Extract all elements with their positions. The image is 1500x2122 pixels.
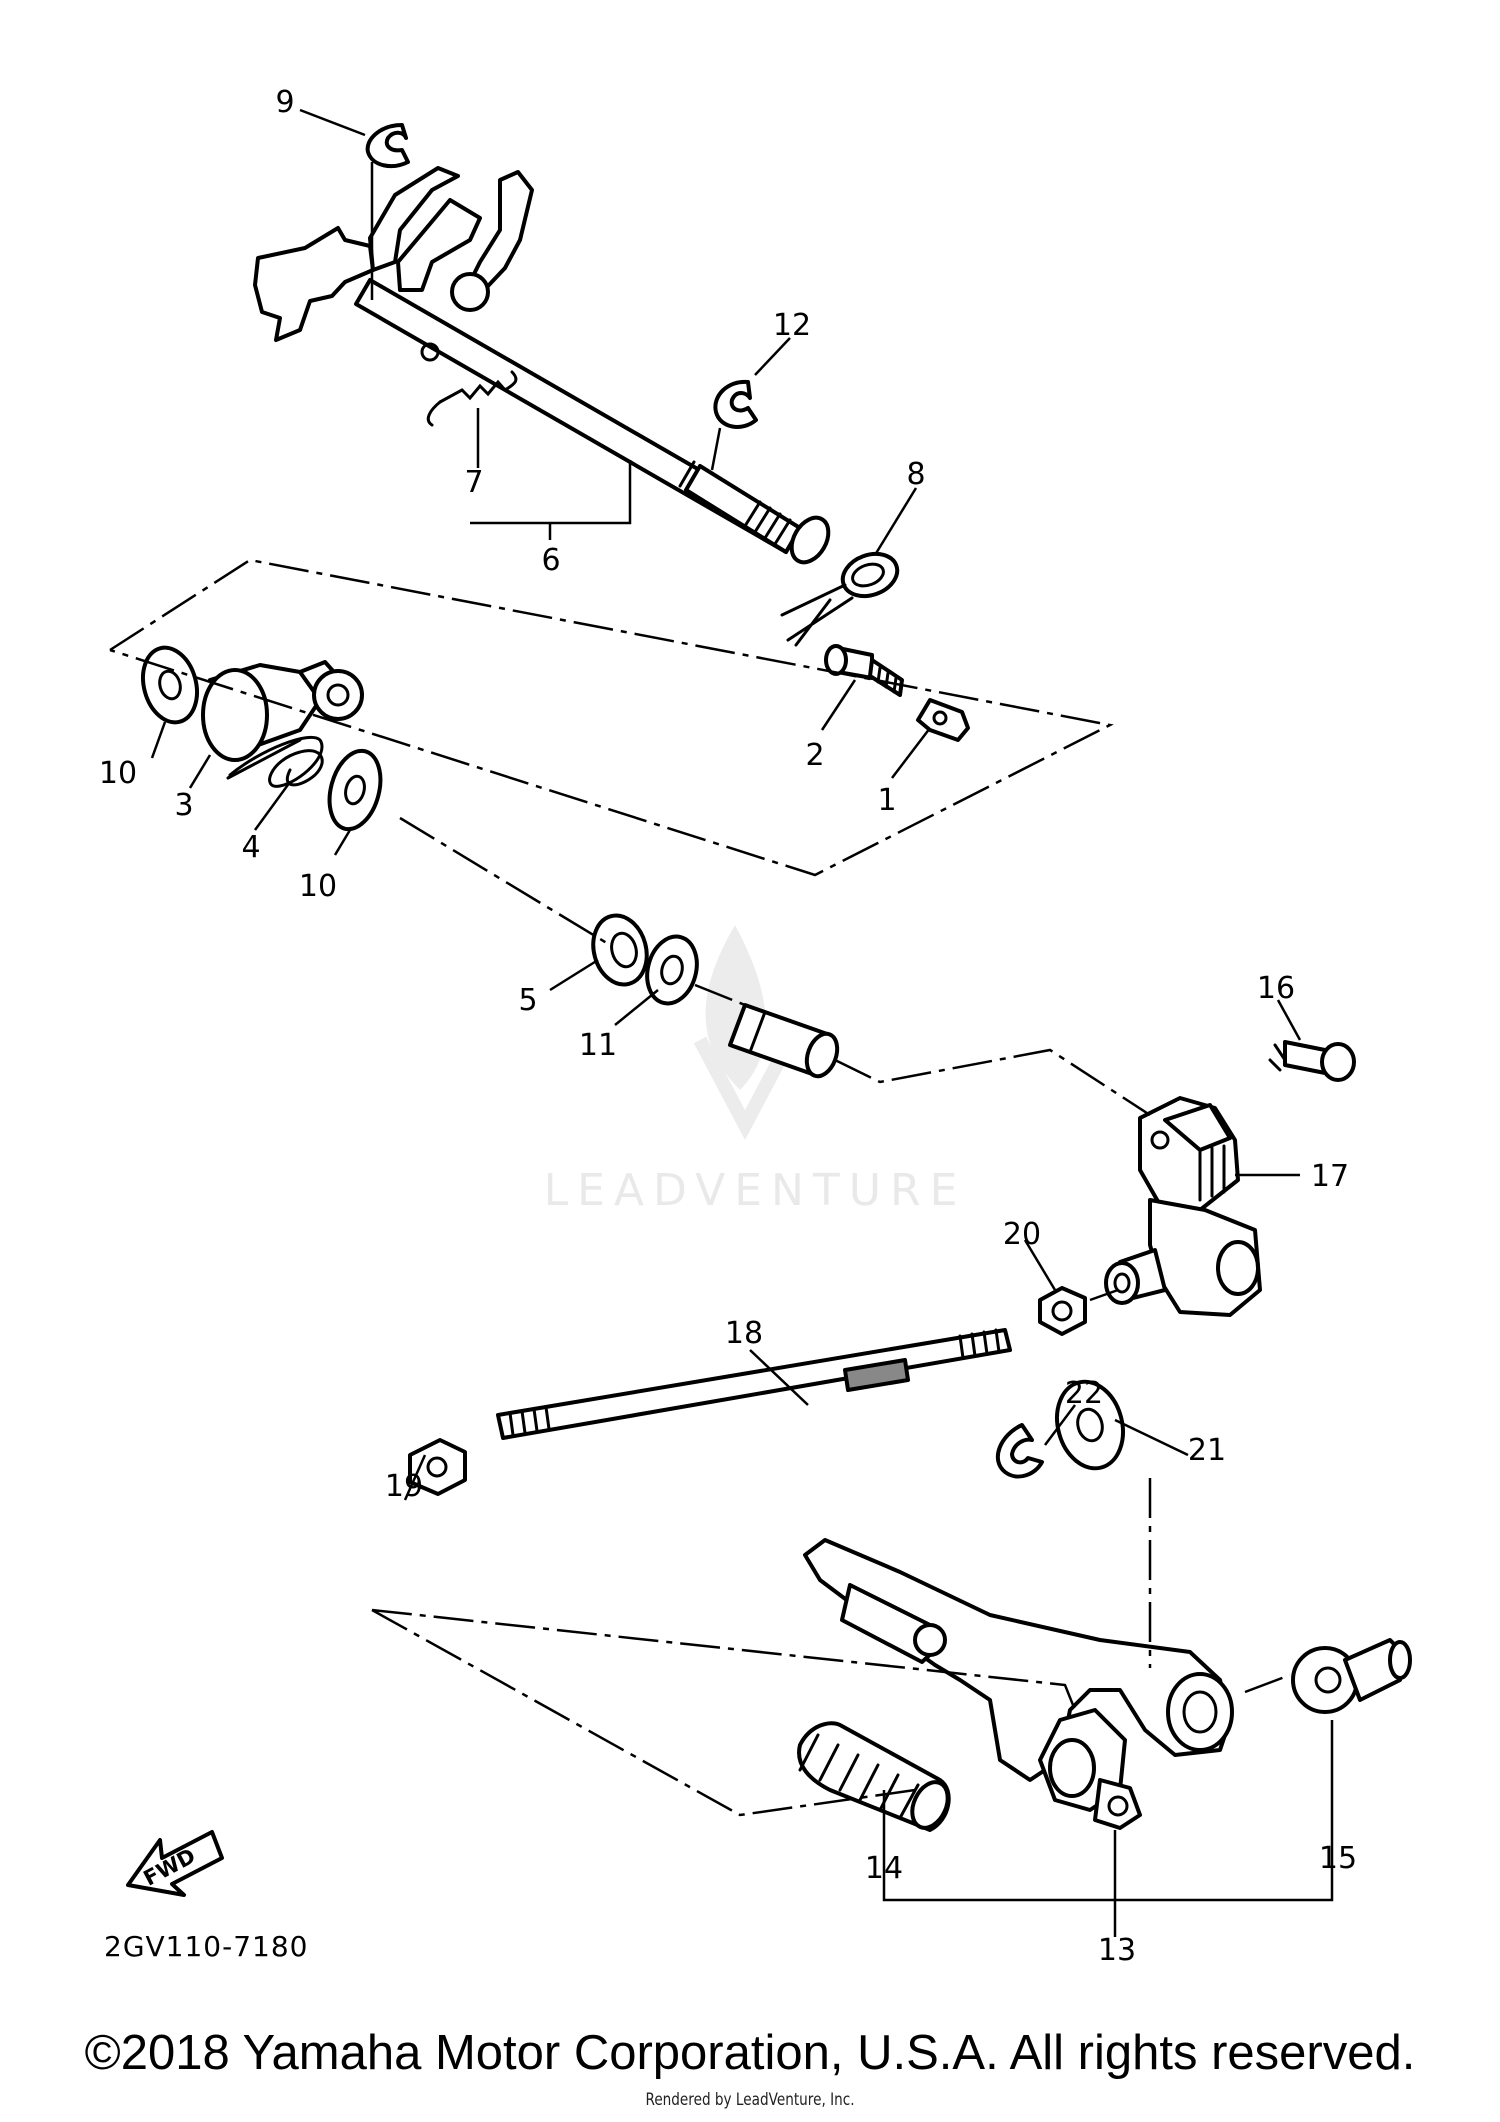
spring-7 [420, 342, 518, 427]
watermark-text: LEADVENTURE [544, 1165, 967, 1216]
callout-6: 6 [541, 543, 560, 578]
rod-end-15 [1291, 1638, 1412, 1714]
callout-20: 20 [1003, 1217, 1041, 1252]
callout-numbers: 9 12 8 7 6 2 1 10 3 4 10 5 11 16 17 20 1… [99, 85, 1357, 1968]
nut-20 [1038, 1286, 1087, 1336]
leader-lines [150, 108, 1334, 1937]
oil-seal-5 [591, 913, 649, 987]
leadventure-watermark: LEADVENTURE [544, 925, 967, 1216]
washer-10-upper [141, 645, 199, 725]
washer-21 [1055, 1379, 1125, 1471]
callout-10-lower: 10 [299, 869, 337, 904]
callout-17: 17 [1311, 1159, 1349, 1194]
washer-10-lower [327, 748, 383, 832]
torsion-spring-8 [780, 551, 900, 647]
fwd-arrow-icon: FWD [126, 1830, 224, 1897]
spring-4 [226, 735, 324, 788]
callout-4: 4 [241, 830, 260, 865]
callout-5: 5 [518, 983, 537, 1018]
diagram-reference-code: 2GV110-7180 [104, 1930, 309, 1963]
shift-rod-18 [496, 1328, 1012, 1440]
washer-11 [645, 934, 699, 1006]
callout-18: 18 [725, 1316, 763, 1351]
callout-3: 3 [174, 788, 193, 823]
callout-22: 22 [1065, 1376, 1103, 1411]
callout-1: 1 [877, 783, 896, 818]
nut-19 [408, 1438, 467, 1496]
stopper-lever-1 [916, 698, 970, 742]
shift-shaft-6 [354, 278, 831, 565]
shift-arm-17 [1104, 1096, 1262, 1317]
callout-8: 8 [906, 457, 925, 492]
callout-9: 9 [275, 85, 294, 120]
bolt-16 [1268, 1040, 1356, 1082]
callout-10-upper: 10 [99, 756, 137, 791]
callout-15: 15 [1319, 1841, 1357, 1876]
callout-11: 11 [579, 1028, 617, 1063]
callout-7: 7 [464, 465, 483, 500]
footpeg-rubber-14 [797, 1721, 951, 1832]
callout-14: 14 [865, 1851, 903, 1886]
circlip-9 [365, 123, 410, 169]
circlip-12 [713, 379, 758, 429]
bolt-2 [824, 644, 904, 697]
circlip-22 [995, 1423, 1044, 1479]
collar-lever-3 [201, 660, 364, 762]
callout-19: 19 [385, 1469, 423, 1504]
rendered-by-credit: Rendered by LeadVenture, Inc. [645, 2090, 855, 2110]
shift-fork-6 [253, 166, 534, 342]
callout-12: 12 [773, 308, 811, 343]
shift-pedal-13 [803, 1538, 1234, 1830]
shaft-pin [728, 1003, 840, 1079]
callout-16: 16 [1257, 971, 1295, 1006]
callout-21: 21 [1188, 1433, 1226, 1468]
copyright-notice: ©2018 Yamaha Motor Corporation, U.S.A. A… [84, 2026, 1416, 2080]
callout-13: 13 [1098, 1933, 1136, 1968]
callout-2: 2 [805, 738, 824, 773]
assembly-lines [109, 558, 1291, 1817]
